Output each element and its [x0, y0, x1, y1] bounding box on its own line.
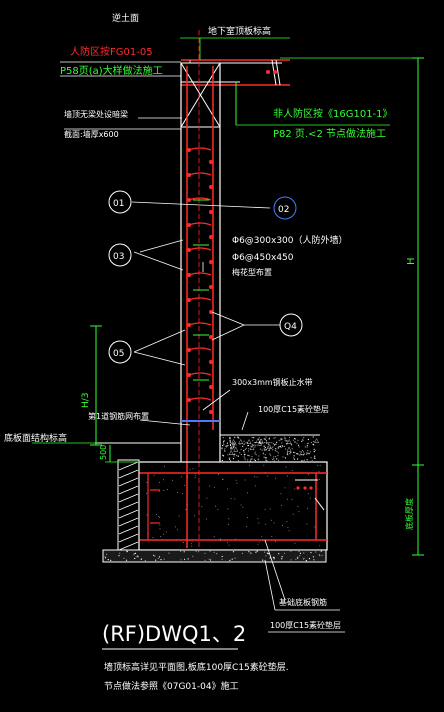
svg-text:△: △: [250, 444, 255, 451]
circle-05-label: 05: [113, 349, 124, 359]
circle-01-label: 01: [113, 199, 124, 209]
wall-rebar-ties: [187, 147, 213, 414]
detail-circle-02: [273, 196, 297, 220]
first-rebar-label: 第1道钢筋网布置: [88, 411, 149, 421]
backfill-layer: △△△△△△△△△△△△△△: [221, 436, 319, 462]
h-dim: H: [406, 257, 417, 265]
detail-circle-04: [279, 313, 303, 337]
base-padding: [102, 459, 327, 563]
wall-top-beam-note-1: 墙顶无梁处设暗梁: [64, 109, 128, 119]
non-civil-note-2: P82 页.<2 节点做法施工: [273, 127, 386, 140]
circle-03-label: 03: [113, 252, 124, 262]
h-third-dim: H/3: [81, 392, 91, 408]
drawing-title: (RF)DWQ1、2: [102, 622, 246, 646]
detail-circle-01: [108, 190, 132, 214]
circle-02-label: 02: [278, 205, 289, 215]
drawing-note-2: 节点做法参照《07G01-04》施工: [104, 680, 239, 692]
drawing-note-1: 墙顶标高详见平面图,板底100厚C15素砼垫层.: [104, 661, 289, 673]
slab-rebar-dots: [146, 464, 321, 547]
top-ground-label: 逆土面: [112, 12, 139, 24]
svg-text:△: △: [238, 438, 243, 445]
waterstop-label: 300x3mm钢板止水带: [232, 377, 313, 387]
base-rebar-label: 基础底板钢筋: [279, 597, 327, 607]
civil-defense-note-1: 人防区按FG01-05: [70, 45, 153, 58]
svg-text:△: △: [287, 446, 292, 453]
rebar-spec-2: Φ6@450x450: [232, 253, 294, 263]
basement-top-label: 地下室顶板标高: [208, 25, 271, 37]
detail-circle-05: [108, 340, 132, 364]
svg-text:△: △: [300, 448, 305, 455]
slab-bottom-label: 底板面结构标高: [4, 432, 67, 444]
svg-text:△: △: [259, 438, 264, 445]
foundation-slab: [138, 461, 328, 551]
svg-text:△: △: [267, 443, 272, 450]
detail-circle-03: [108, 243, 132, 267]
rebar-spec-3: 梅花型布置: [232, 267, 272, 277]
padding-dots: [104, 550, 323, 562]
dim-500: 500: [99, 445, 108, 460]
leader-lines: [60, 60, 286, 611]
svg-text:△: △: [314, 437, 319, 444]
svg-text:△: △: [287, 438, 292, 445]
svg-text:△: △: [247, 438, 252, 445]
slab-thickness-dim: 底板厚度: [404, 498, 414, 530]
svg-text:△: △: [229, 449, 234, 456]
circle-04-label: Q4: [284, 322, 297, 332]
svg-text:△: △: [231, 438, 236, 445]
padding-label-2: 100厚C15素砼垫层: [270, 620, 341, 630]
dimension-lines: [32, 37, 424, 556]
padding-label-1: 100厚C15素砼垫层: [258, 404, 329, 414]
svg-text:△: △: [257, 440, 262, 447]
svg-text:△: △: [256, 437, 261, 444]
wall-top-beam-note-2: 截面:墙厚x600: [64, 129, 119, 139]
non-civil-note-1: 非人防区按《16G101-1》: [273, 107, 393, 120]
retaining-hatch: [118, 461, 139, 551]
wall-body: [180, 30, 221, 560]
svg-text:△: △: [234, 446, 239, 453]
civil-defense-note-2: P58页(a)大样做法施工: [60, 64, 163, 77]
rebar-spec-1: Φ6@300x300（人防外墙）: [232, 234, 348, 246]
